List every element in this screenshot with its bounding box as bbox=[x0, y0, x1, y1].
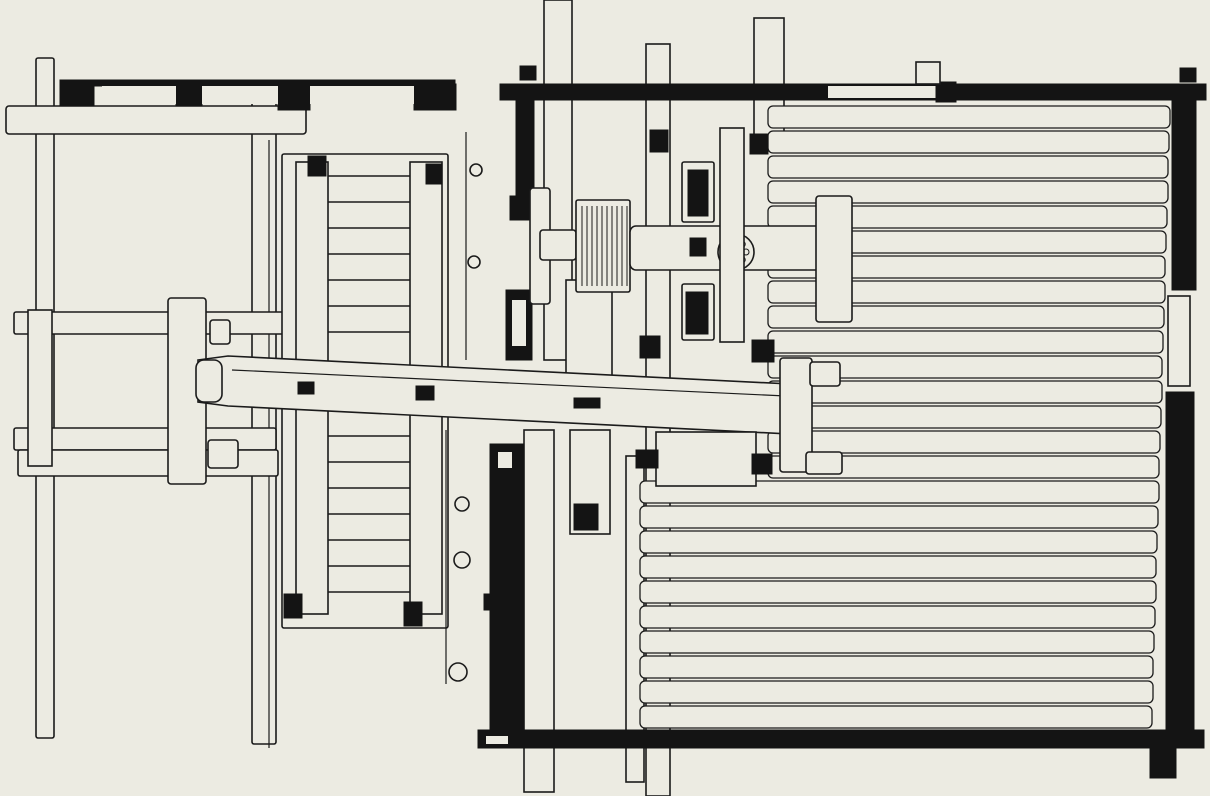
floor-plank bbox=[767, 280, 1166, 304]
shaft-key-3 bbox=[573, 397, 601, 409]
left-inner-post bbox=[251, 91, 277, 745]
wall-bottom bbox=[477, 729, 1205, 749]
cage-corner-br bbox=[403, 601, 423, 627]
central-wall-step bbox=[509, 195, 531, 221]
left-timber-frame bbox=[5, 57, 457, 748]
gear-frame-bolt-br bbox=[751, 339, 775, 363]
upper-gear-assembly bbox=[529, 127, 853, 363]
gear-frame-bolt-tl bbox=[649, 129, 669, 153]
floor-plank bbox=[639, 530, 1158, 554]
gear-pit-upper bbox=[565, 279, 613, 385]
floor-plank bbox=[639, 655, 1154, 679]
wheel-cage-slats bbox=[328, 175, 410, 593]
upper-side-beam bbox=[13, 311, 287, 335]
bearing-wedge-top bbox=[809, 361, 841, 387]
gear-frame-bolt-bl bbox=[639, 335, 661, 359]
shaft-lower-bolt-2 bbox=[751, 453, 773, 475]
peg-1 bbox=[469, 163, 483, 177]
floor-plank bbox=[639, 630, 1155, 654]
wall-bottom-corner bbox=[1149, 745, 1177, 779]
floor-plank bbox=[767, 105, 1171, 129]
gear-frame-post bbox=[719, 127, 745, 343]
pit-bolt bbox=[573, 503, 599, 531]
wall-right-door bbox=[1167, 295, 1191, 387]
cage-corner-tl bbox=[307, 155, 327, 177]
main-shaft-end-cap bbox=[195, 359, 223, 403]
bearing-wedge-bottom bbox=[805, 451, 843, 475]
cage-corner-tr bbox=[425, 163, 443, 185]
wall-right-lower bbox=[1165, 391, 1195, 741]
floor-plank bbox=[639, 480, 1160, 504]
peg-2 bbox=[467, 255, 481, 269]
shaft-key-1 bbox=[297, 381, 315, 395]
rail-gap-a bbox=[102, 86, 176, 104]
peg-5 bbox=[448, 662, 468, 682]
cage-corner-bl bbox=[283, 593, 303, 619]
floor-plank bbox=[767, 430, 1161, 454]
floor-plank bbox=[767, 180, 1169, 204]
wall-top-tab-1 bbox=[519, 65, 537, 81]
central-wall-lower bbox=[489, 443, 525, 735]
peg-3 bbox=[454, 496, 470, 512]
rail-joint-2 bbox=[175, 83, 203, 107]
main-shaft-edge bbox=[231, 369, 787, 397]
gear-frame-bottom-block bbox=[685, 291, 709, 335]
floor-plank bbox=[767, 155, 1169, 179]
floor-plank bbox=[639, 505, 1159, 529]
floor-plank bbox=[767, 305, 1165, 329]
building-floor-planks bbox=[639, 105, 1171, 729]
main-shaft-assembly bbox=[195, 355, 843, 487]
base-side-beam bbox=[17, 449, 279, 477]
wedge-upper bbox=[209, 319, 231, 345]
rail-joint-1 bbox=[59, 83, 95, 107]
upper-axle-end bbox=[539, 229, 577, 261]
floor-plank bbox=[639, 555, 1157, 579]
floor-plank bbox=[639, 580, 1157, 604]
rail-joint-4 bbox=[413, 83, 457, 111]
left-post-block bbox=[27, 309, 53, 467]
gear-frame-top-block bbox=[687, 169, 709, 217]
floor-plank bbox=[639, 705, 1153, 729]
wedge-lower bbox=[207, 439, 239, 469]
floor-plank bbox=[639, 605, 1156, 629]
central-wall-tab bbox=[483, 593, 493, 611]
top-crossbeam bbox=[5, 105, 307, 135]
building-walls bbox=[477, 61, 1207, 779]
floor-plank bbox=[639, 680, 1154, 704]
rail-gap-b bbox=[202, 86, 278, 104]
peg-4 bbox=[453, 551, 471, 569]
floor-plank bbox=[767, 130, 1170, 154]
shaft-lower-bolt-1 bbox=[635, 449, 659, 469]
gear-frame-bolt-tr bbox=[749, 133, 769, 155]
wall-bottom-notch bbox=[486, 736, 508, 744]
lantern-pinion-teeth bbox=[581, 206, 628, 286]
central-wall-upper bbox=[515, 97, 535, 203]
central-wall-notch bbox=[498, 452, 512, 468]
floor-plank bbox=[767, 405, 1162, 429]
shaft-lower-block bbox=[655, 431, 757, 487]
upper-shaft-bolt bbox=[689, 237, 707, 257]
top-left-rail bbox=[59, 79, 456, 87]
central-wall bbox=[483, 97, 535, 735]
shaft-key-2 bbox=[415, 385, 435, 401]
wall-top-tab-2 bbox=[1179, 67, 1197, 83]
floor-plank bbox=[767, 205, 1168, 229]
rail-gap-c bbox=[310, 86, 414, 104]
wall-top-joint bbox=[935, 81, 957, 103]
wall-top-gap bbox=[828, 86, 936, 98]
shaft-bearing-right bbox=[779, 357, 813, 473]
wall-right-upper bbox=[1171, 99, 1197, 291]
wall-top-stub bbox=[915, 61, 941, 85]
floor-plank bbox=[767, 355, 1163, 379]
rail-joint-3 bbox=[277, 83, 311, 111]
upper-bracket-right bbox=[815, 195, 853, 323]
central-wall-lock-gap bbox=[512, 300, 526, 346]
floor-plank bbox=[767, 330, 1164, 354]
